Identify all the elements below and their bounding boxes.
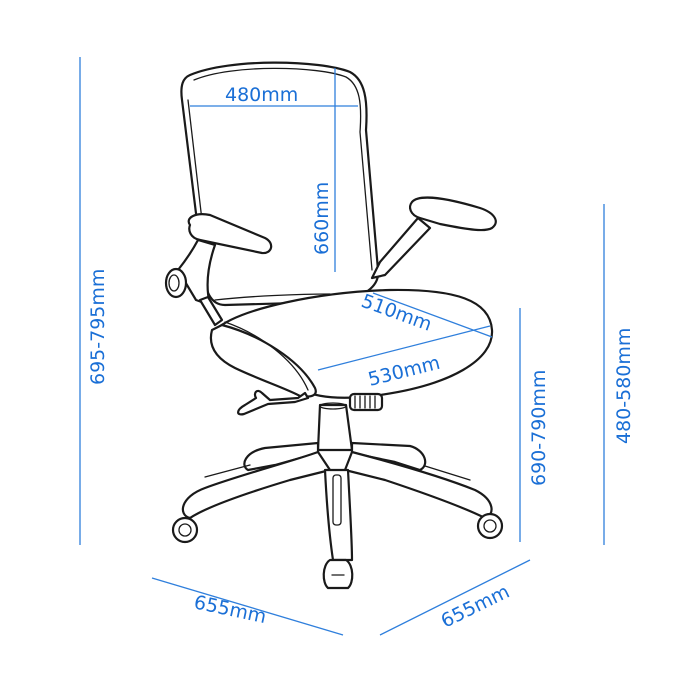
seat-height-label: 480-580mm [613,328,635,444]
left-armrest [164,213,273,327]
seat [209,288,494,399]
chair-illustration [164,61,504,590]
backrest-height-label: 660mm [311,182,333,255]
armrest-height-label: 690-790mm [528,370,550,486]
right-armrest [370,196,497,280]
overall-height-label: 695-795mm [87,269,109,385]
seat-depth-line [372,292,493,338]
base-width-line [379,559,531,636]
dimension-lines [79,57,605,636]
base-depth-line [151,577,344,636]
casters [171,512,504,590]
five-star-base [181,441,493,562]
gas-cylinder [316,402,354,452]
seat-mechanism [237,389,384,416]
backrest-width-label: 480mm [225,84,298,106]
seat-width-line [317,325,491,371]
base-width-label: 655mm [438,581,514,633]
base-depth-label: 655mm [192,591,268,628]
